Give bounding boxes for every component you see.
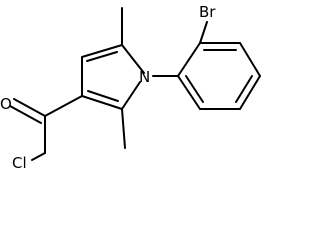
bond-ar1-ar2 xyxy=(177,42,201,77)
bond-c5-c4-inner xyxy=(86,51,118,62)
chemical-structure-diagram: Br N O Cl xyxy=(0,3,261,172)
bond-ar6-ar1-inner xyxy=(185,75,204,103)
bond-ar6-ar1 xyxy=(177,75,201,110)
bond-c2-n1 xyxy=(121,81,141,110)
bromophenyl-ring xyxy=(177,42,261,110)
bond-c3-c2-inner xyxy=(87,90,119,102)
methyl-bond-c2 xyxy=(121,108,126,149)
bond-carbonyl-o-double xyxy=(9,105,42,124)
atom-label-bromine: Br xyxy=(199,3,216,21)
bond-c3-c2 xyxy=(81,95,123,110)
atom-label-chlorine: Cl xyxy=(12,154,27,172)
bond-ar2-br xyxy=(199,21,208,44)
bond-carbonyl-o xyxy=(13,98,46,117)
atom-label-oxygen: O xyxy=(0,95,12,113)
bond-ar4-ar5 xyxy=(239,75,261,110)
bond-ar3-ar4 xyxy=(239,42,261,77)
bond-ch2-cl xyxy=(31,152,46,161)
bond-n1-c5 xyxy=(121,44,145,74)
atom-label-nitrogen: N xyxy=(139,68,150,86)
bond-ar4-ar5-inner xyxy=(235,75,253,103)
bond-c3-carbonyl xyxy=(44,95,83,117)
bond-c5-c4 xyxy=(81,44,123,58)
pyrrole-ring xyxy=(81,44,145,110)
